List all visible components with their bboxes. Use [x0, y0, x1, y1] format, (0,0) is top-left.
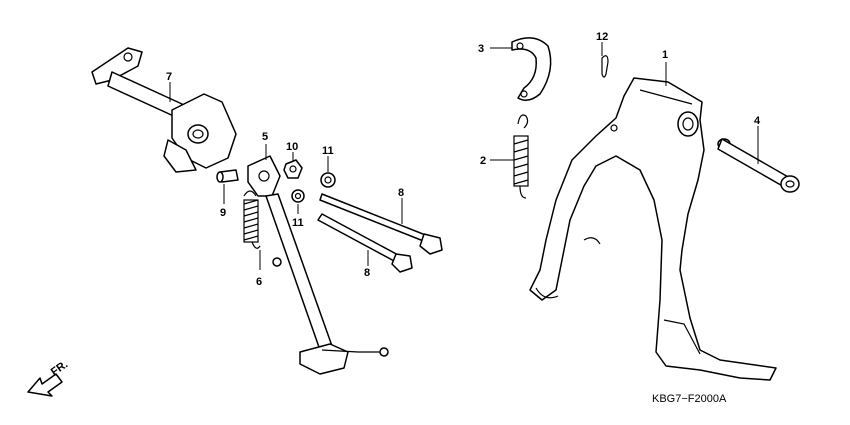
part-4-shaft	[717, 138, 800, 193]
part-11-washers	[291, 172, 336, 203]
callout-9: 9	[220, 207, 226, 219]
part-12-cotter-pin	[601, 55, 609, 78]
part-7-bracket	[91, 47, 237, 173]
callout-5: 5	[262, 131, 268, 143]
callouts: 1 2 3 4 5 6 7 8 8 9 10 11 11 12	[166, 31, 761, 288]
callout-1: 1	[662, 49, 668, 61]
front-arrow-icon	[27, 373, 63, 397]
callout-8-upper: 8	[398, 187, 404, 199]
part-6-spring	[243, 190, 261, 249]
part-1-main-stand	[529, 77, 777, 381]
callout-7: 7	[166, 71, 172, 83]
part-10-nut	[283, 159, 303, 179]
part-5-side-stand	[247, 155, 389, 375]
callout-4: 4	[754, 115, 761, 127]
callout-6: 6	[256, 276, 262, 288]
callout-11-lower: 11	[292, 217, 304, 229]
callout-10: 10	[286, 141, 298, 153]
direction-label: FR.	[49, 358, 70, 378]
direction-arrow: FR.	[27, 358, 70, 397]
callout-3: 3	[478, 43, 484, 55]
callout-8-lower: 8	[364, 267, 370, 279]
callout-12: 12	[596, 31, 608, 43]
callout-11-upper: 11	[322, 145, 334, 157]
part-2-spring	[513, 114, 529, 199]
callout-2: 2	[480, 155, 486, 167]
part-3-stopper	[511, 37, 552, 101]
part-8-bolts	[317, 193, 443, 273]
part-9-bolt	[216, 169, 239, 183]
diagram-code: KBG7−F2000A	[652, 393, 727, 405]
